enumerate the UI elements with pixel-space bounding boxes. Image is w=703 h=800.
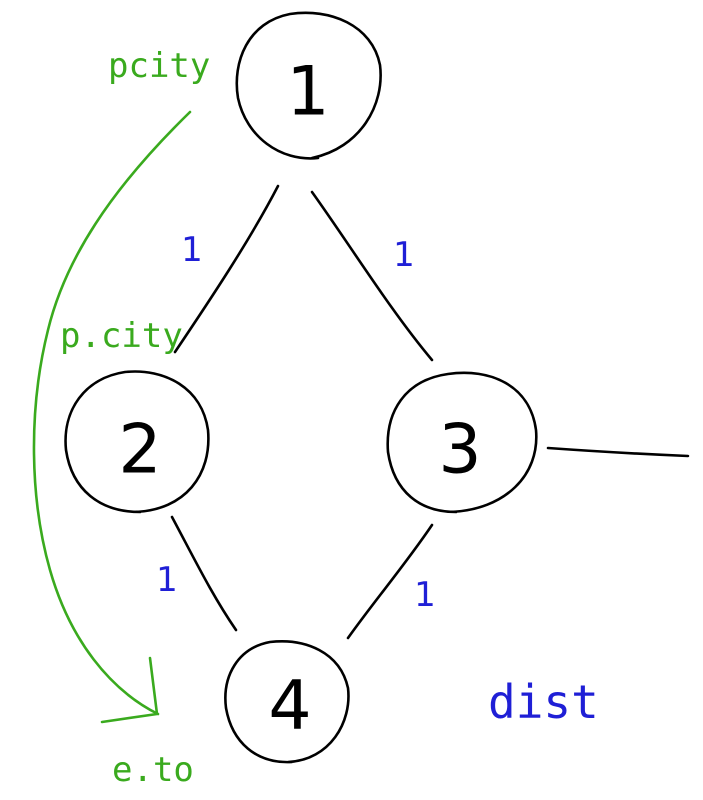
node-3-label: 3	[438, 411, 481, 490]
pcity-top-label: pcity	[108, 46, 210, 86]
node-4-circle	[224, 640, 350, 764]
node-2: 2	[64, 370, 210, 514]
node-1: 1	[235, 11, 382, 160]
edge-2-4	[170, 515, 238, 632]
node-1-label: 1	[286, 53, 329, 132]
weight-2-4: 1	[156, 560, 178, 600]
node-4-label: 4	[268, 667, 311, 746]
edge-1-2	[173, 184, 280, 354]
weight-1-3: 1	[393, 235, 415, 275]
node-1-circle	[235, 11, 382, 160]
pcity-mid-label: p.city	[60, 316, 183, 356]
node-4: 4	[224, 640, 350, 764]
eto-label: e.to	[112, 750, 194, 790]
pointer-arrowhead	[100, 656, 159, 724]
edges	[170, 184, 690, 640]
edge-1-3	[310, 190, 434, 362]
node-3-circle	[386, 371, 538, 514]
weight-1-2: 1	[181, 230, 203, 270]
pointer-annotation: pcity p.city e.to	[32, 46, 210, 790]
dist-label: dist	[488, 675, 599, 729]
edge-weights: 1 1 1 1	[156, 230, 436, 615]
node-3: 3	[386, 371, 538, 514]
weight-3-4: 1	[414, 575, 436, 615]
node-2-label: 2	[118, 411, 161, 490]
edge-3-4	[346, 523, 434, 640]
edge-3-out	[546, 446, 690, 458]
pointer-curve	[32, 110, 192, 716]
node-2-circle	[64, 370, 210, 514]
